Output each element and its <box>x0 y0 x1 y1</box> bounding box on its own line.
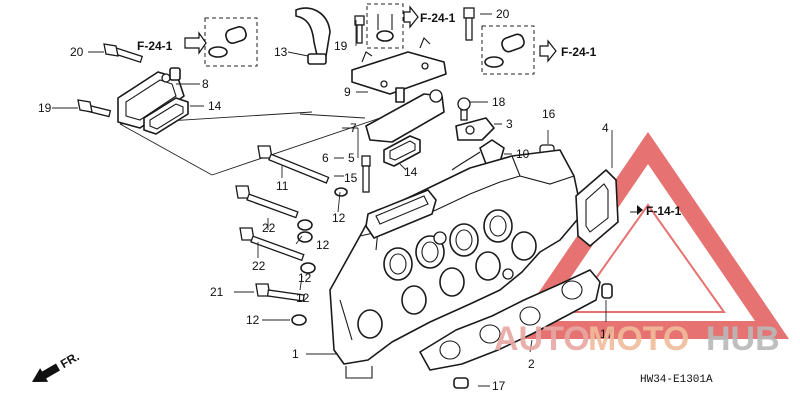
ref-arrow-right <box>539 39 557 63</box>
hose-left <box>208 26 247 58</box>
bolt-22-upper <box>235 185 299 219</box>
callout-21: 21 <box>210 285 224 299</box>
callout-22-upper: 22 <box>262 221 276 235</box>
callout-14-center: 14 <box>404 165 418 179</box>
clamp-part <box>295 7 331 65</box>
stud-15 <box>361 155 371 193</box>
gasket-manifold <box>419 269 601 371</box>
callout-4: 4 <box>602 121 609 135</box>
ref-label-f24-right: F-24-1 <box>561 45 597 59</box>
callout-2: 2 <box>528 357 535 371</box>
watermark-word-auto: AUTO <box>494 320 590 358</box>
ref-label-f24-top: F-24-1 <box>420 11 456 25</box>
callout-8: 8 <box>202 77 209 91</box>
bolt-20-top <box>463 7 475 41</box>
callout-16: 16 <box>542 107 556 121</box>
washer-12-top <box>334 187 348 197</box>
gasket-left <box>143 97 189 135</box>
thermostat-housing <box>365 87 445 143</box>
bolt-21 <box>255 283 305 302</box>
dowel-17-lower <box>453 377 469 389</box>
callout-22-lower: 22 <box>252 259 266 273</box>
temp-sensor <box>451 139 505 171</box>
watermark-word-moto: MOTO <box>588 320 689 358</box>
callout-3: 3 <box>506 117 513 131</box>
ref-label-f14: F-14-1 <box>646 204 682 218</box>
callout-15: 15 <box>344 171 358 185</box>
callout-5: 5 <box>348 151 355 165</box>
bolt-18 <box>457 97 471 121</box>
bracket-plate <box>351 37 447 95</box>
washers-12 <box>291 219 316 326</box>
callout-20-left: 20 <box>70 45 84 59</box>
callout-12-a: 12 <box>332 211 346 225</box>
callout-20-top: 20 <box>496 7 510 21</box>
callout-18: 18 <box>492 95 506 109</box>
manifold-body <box>329 149 583 379</box>
gasket-center <box>383 135 421 167</box>
ref-arrow-top <box>403 5 419 29</box>
ref-label-f24-left: F-24-1 <box>137 39 173 53</box>
callout-9: 9 <box>344 85 351 99</box>
bolt-19-left <box>77 99 112 118</box>
callout-12-c: 12 <box>298 271 312 285</box>
ref-arrow-f14 <box>637 205 643 215</box>
callout-14-left: 14 <box>208 99 222 113</box>
callout-12-d: 12 <box>296 291 310 305</box>
bolt-11 <box>257 145 330 184</box>
front-label: FR. <box>58 349 82 371</box>
callout-19-left: 19 <box>38 101 52 115</box>
watermark-logo: AUTO MOTO HUB <box>494 320 780 358</box>
callout-6: 6 <box>322 151 329 165</box>
callout-7: 7 <box>350 121 357 135</box>
callout-17-right: 17 <box>600 327 614 341</box>
callout-12-e: 12 <box>246 313 260 327</box>
cover-left <box>117 67 185 129</box>
assembly-outline <box>119 111 381 176</box>
bolt-19-top <box>354 15 365 44</box>
port-2 <box>415 235 445 269</box>
callout-17-lower: 17 <box>492 379 506 393</box>
watermark-word-hub: HUB <box>706 320 780 358</box>
diagram-code: HW34-E1301A <box>640 374 713 386</box>
port-1 <box>383 247 413 281</box>
hose-top <box>376 14 394 42</box>
callout-19-top: 19 <box>334 39 348 53</box>
bolt-20-left <box>103 43 144 63</box>
callout-10: 10 <box>516 147 530 161</box>
port-3 <box>449 223 479 257</box>
callout-12-b: 12 <box>316 238 330 252</box>
gasket-4 <box>575 169 619 247</box>
callout-11: 11 <box>276 179 289 193</box>
dowel-17-right <box>601 283 613 299</box>
bolt-22-lower <box>239 227 305 262</box>
front-arrow: FR. <box>32 349 82 382</box>
hose-right <box>484 33 525 68</box>
port-4 <box>483 209 513 243</box>
leader-lines <box>52 13 640 387</box>
sensor-bracket <box>455 117 495 141</box>
callout-1: 1 <box>292 347 299 361</box>
callout-13: 13 <box>274 45 288 59</box>
ref-arrow-left <box>184 31 207 55</box>
